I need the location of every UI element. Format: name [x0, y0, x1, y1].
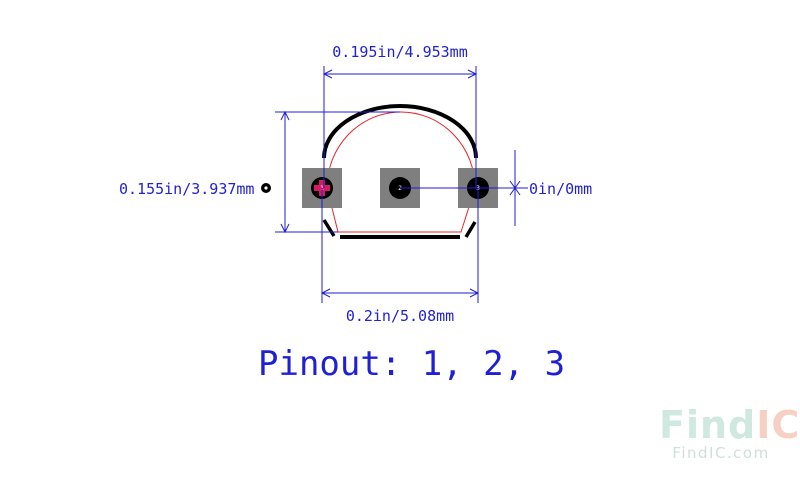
dimension-left-label: 0.155in/3.937mm	[119, 180, 254, 198]
silkscreen-right-chamfer	[464, 221, 477, 238]
dimension-lines	[275, 66, 528, 303]
dimension-bottom-label: 0.2in/5.08mm	[346, 307, 454, 325]
silkscreen-arc	[322, 104, 478, 159]
dimension-top-label: 0.195in/4.953mm	[332, 43, 467, 61]
findic-logo-domain: FindIC.com	[672, 444, 770, 462]
findic-logo: FindIC FindIC.com	[659, 403, 800, 462]
findic-logo-wordmark: FindIC	[659, 403, 800, 447]
dimension-right-label: 0in/0mm	[529, 180, 592, 198]
pinout-label: Pinout: 1, 2, 3	[258, 344, 566, 384]
silkscreen-left-chamfer	[322, 219, 336, 237]
